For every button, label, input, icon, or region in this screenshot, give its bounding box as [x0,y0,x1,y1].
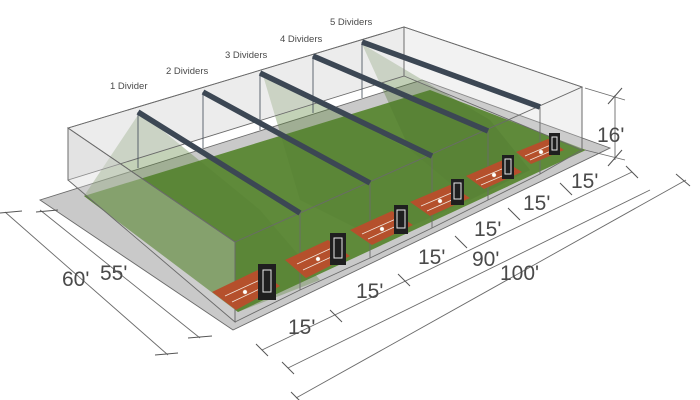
outer-length-label: 100' [500,262,539,285]
turf-field [84,90,586,312]
pitching-machine-icon [394,205,408,234]
lane-width-dimension: 15' 15' 15' 15' 15' 15' [255,165,639,357]
pitching-machine-icon [549,133,560,155]
height-dimension: 16' [584,87,626,167]
inner-length-label: 90' [472,248,499,271]
divider-labels: 1 Divider 2 Dividers 3 Dividers 4 Divide… [110,17,372,92]
divider-label-4: 4 Dividers [280,34,322,45]
lane-width-label-1: 15' [288,316,315,339]
divider-label-3: 3 Dividers [225,50,267,61]
outer-width-label: 60' [62,268,89,291]
divider-beams [136,39,541,216]
inner-length-dimension: 90' [281,189,651,375]
lane-width-label-4: 15' [474,218,501,241]
lane-width-label-6: 15' [571,170,598,193]
height-label: 16' [597,124,624,147]
front-bottom-edge [234,149,583,323]
pitching-machine-icon [258,264,276,300]
outer-length-dimension: 100' [290,173,691,400]
pitching-machine-icon [451,179,464,205]
divider-label-2: 2 Dividers [166,66,208,77]
pitching-machine-icon [502,155,514,179]
divider-label-5: 5 Dividers [330,17,372,28]
inner-width-label: 55' [100,262,127,285]
pitching-screens [258,133,560,300]
pitching-machine-icon [330,233,346,265]
lane-width-label-2: 15' [356,280,383,303]
divider-posts [137,42,363,168]
divider-label-1: 1 Divider [110,81,148,92]
width-dimension: 60' 55' [0,209,213,356]
lane-width-label-3: 15' [418,246,445,269]
lane-width-label-5: 15' [523,192,550,215]
